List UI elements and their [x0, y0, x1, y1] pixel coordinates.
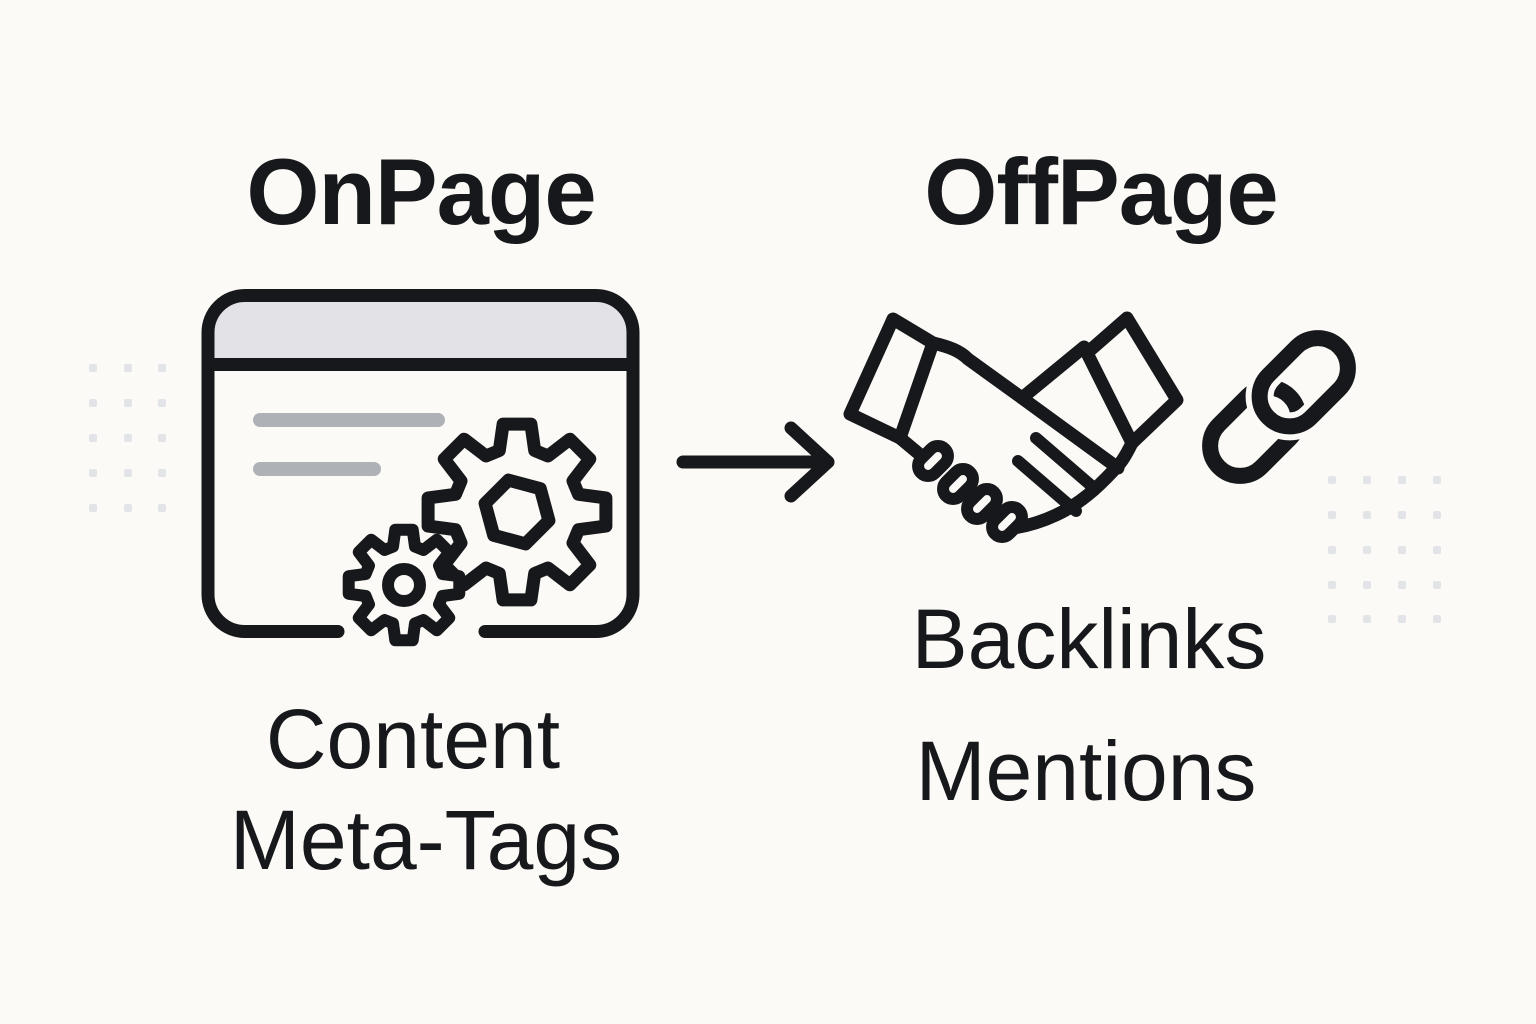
chain-link-icon: [1202, 324, 1362, 484]
text-placeholder-line: [253, 413, 445, 427]
browser-header-bar: [208, 295, 633, 366]
backlinks-label: Backlinks: [911, 592, 1267, 686]
offpage-title: OffPage: [924, 139, 1278, 244]
handshake-fingers: [1012, 432, 1100, 517]
gear-small-icon: [342, 523, 466, 647]
arrow-right-icon: [676, 421, 835, 503]
gear-large-icon: [421, 417, 613, 607]
content-label: Content: [265, 692, 561, 786]
onpage-title: OnPage: [246, 139, 596, 244]
handshake-icon: [843, 311, 1184, 543]
browser-window-icon: [201, 289, 640, 647]
text-placeholder-line: [253, 462, 381, 476]
handshake-knuckles: [912, 440, 1028, 543]
dot-pattern-left: [89, 364, 166, 512]
dot-pattern-right: [1328, 476, 1441, 623]
meta-tags-label: Meta-Tags: [229, 793, 623, 887]
handshake-left-sleeve: [843, 312, 940, 445]
handshake-right-sleeve: [1080, 311, 1184, 450]
mentions-label: Mentions: [915, 724, 1257, 818]
